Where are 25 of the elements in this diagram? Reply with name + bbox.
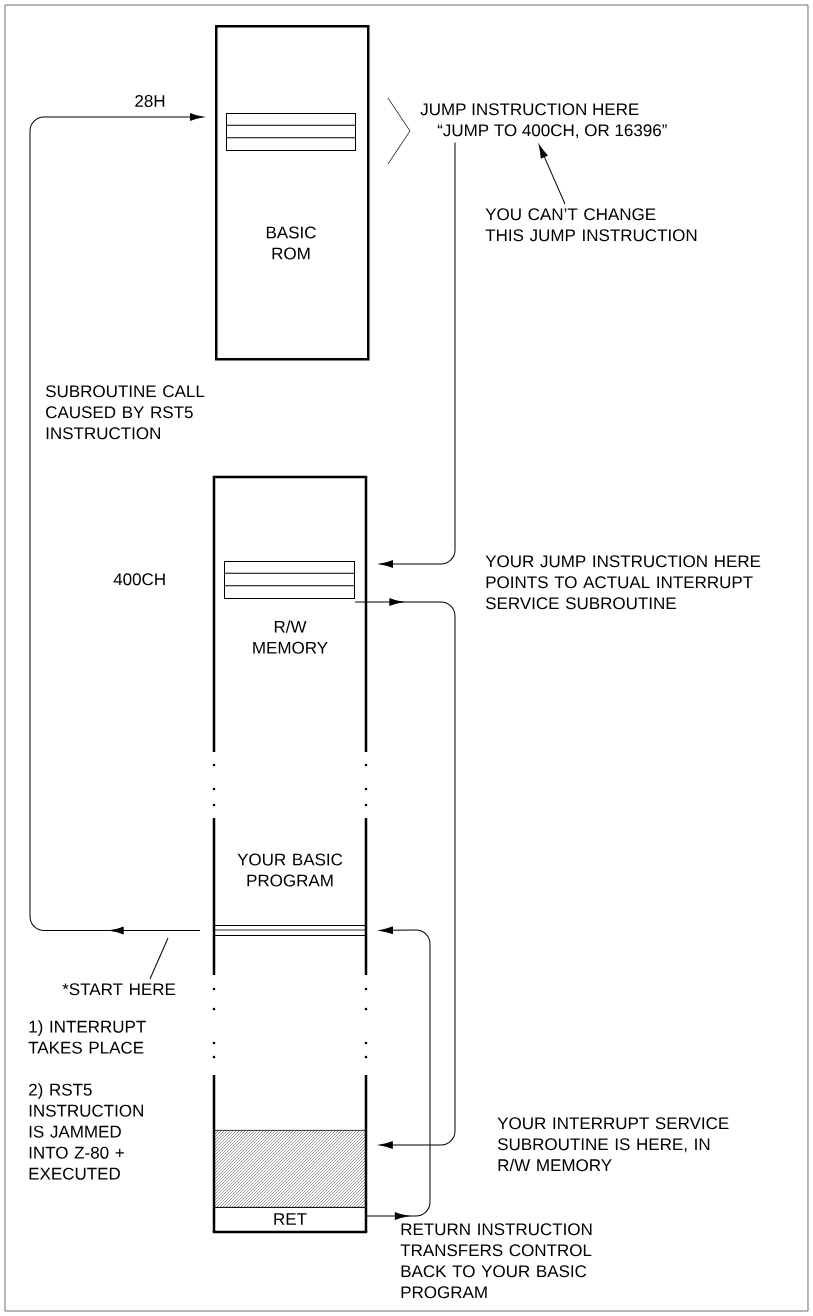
rom-block: BASIC ROM	[215, 25, 370, 361]
note-text: SUBROUTINE CALL CAUSED BY RST5 INSTRUCTION	[45, 385, 205, 440]
note-text: JUMP INSTRUCTION HERE “JUMP TO 400CH, OR 16396”	[420, 103, 667, 139]
jump-slot	[223, 561, 355, 599]
leader-line	[538, 144, 566, 205]
arrow	[366, 926, 431, 1220]
note-text: *START HERE	[62, 983, 176, 996]
note-text: 1) INTERRUPT TAKES PLACE	[28, 1020, 146, 1054]
node-label: R/W MEMORY	[253, 620, 328, 654]
arrow	[29, 113, 204, 935]
program-line	[213, 925, 367, 936]
leader-line	[149, 937, 169, 980]
note-text: RETURN INSTRUCTION TRANSFERS CONTROL BACK TO YOUR BASIC PROGRAM	[400, 1223, 592, 1299]
note-text: YOU CAN’T CHANGE THIS JUMP INSTRUCTION	[485, 208, 697, 242]
jump-slot	[225, 113, 356, 151]
note-text: YOUR JUMP INSTRUCTION HERE POINTS TO ACTUAL INTERRUPT SERVICE SUBROUTINE	[485, 555, 761, 610]
note-text: 2) RST5 INSTRUCTION IS JAMMED INTO Z-80 + EXECUTED	[29, 1083, 143, 1180]
hatched-routine-area	[214, 1130, 367, 1208]
node-label: YOUR BASIC PROGRAM	[237, 853, 343, 887]
note-text: YOUR INTERRUPT SERVICE SUBROUTINE IS HERE, IN R/W MEMORY	[497, 1117, 729, 1172]
note-text: 400CH	[113, 573, 165, 586]
arrow	[379, 141, 456, 568]
arrow	[354, 598, 456, 1149]
address-label: 28H	[135, 95, 165, 108]
ret-cell: RET	[214, 1207, 367, 1233]
